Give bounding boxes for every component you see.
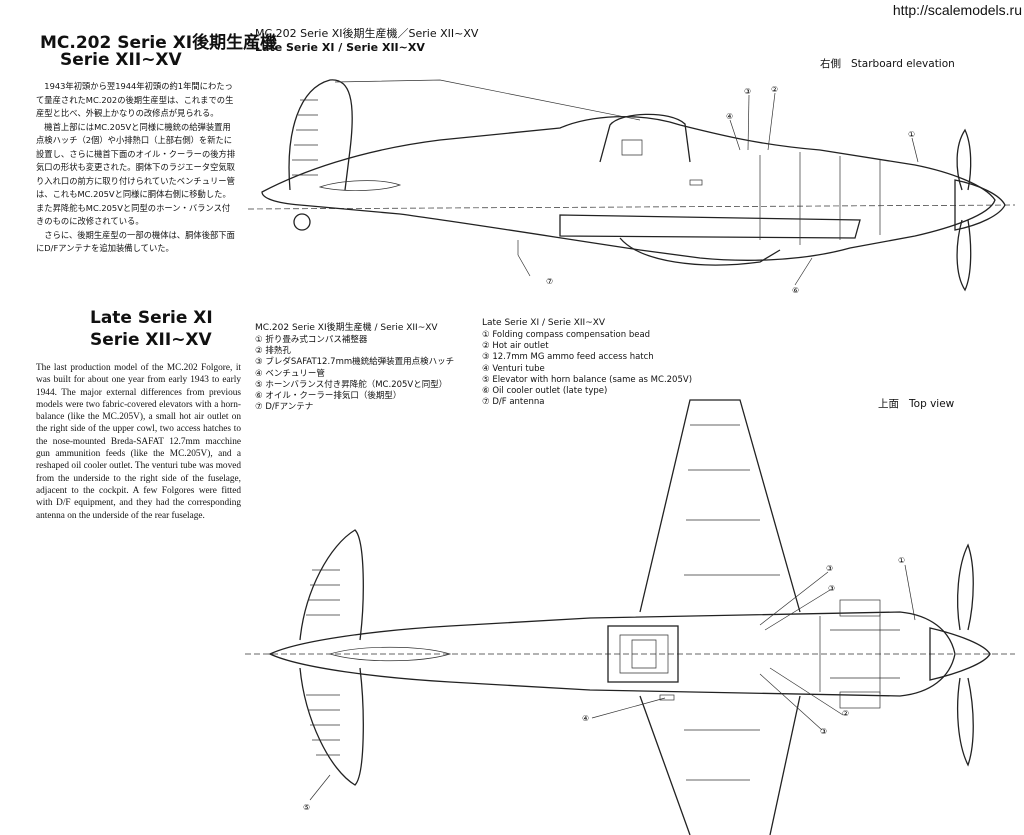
japanese-description: 1943年初頭から翌1944年初頭の約1年間にわたって量産されたMC.202の後… — [36, 80, 238, 256]
legend-jp-item: ③ ブレダSAFAT12.7mm機銃給弾装置用点検ハッチ — [255, 357, 455, 368]
side-tail-fin — [288, 79, 353, 191]
english-description: The last production model of the MC.202 … — [36, 363, 241, 521]
legend-en-item: ③ 12.7mm MG ammo feed access hatch — [482, 352, 654, 363]
top-callout-4: ④ — [582, 714, 589, 723]
side-fuselage-outline — [261, 115, 996, 261]
top-callout-3b: ③ — [828, 584, 835, 593]
caption-en: Late Serie XI / Serie XII~XV — [255, 41, 425, 54]
side-callout-7: ⑦ — [546, 277, 553, 286]
legend-jp-title: MC.202 Serie XI後期生産機 / Serie XII~XV — [255, 323, 438, 333]
side-callout-4: ④ — [726, 112, 733, 121]
top-callout-3a: ③ — [826, 564, 833, 573]
top-callout-1: ① — [898, 556, 905, 565]
side-view-centerline — [247, 204, 1016, 210]
side-radiator — [619, 237, 781, 266]
top-exhaust-lower — [839, 691, 881, 709]
top-fairing — [328, 646, 452, 662]
top-view-drawing — [245, 399, 1015, 835]
jp-paragraph-2: 機首上部にはMC.205Vと同様に機銃の給弾装置用点検ハッチ（2個）や小排熱口（… — [36, 121, 236, 227]
caption-jp: MC.202 Serie XI後期生産機／Serie XII~XV — [255, 27, 479, 40]
legend-en-item: ⑤ Elevator with horn balance (same as MC… — [482, 374, 693, 385]
legend-en-item: ⑥ Oil cooler outlet (late type) — [482, 386, 608, 397]
legend-en: Late Serie XI / Serie XII~XV ① Folding c… — [482, 318, 692, 408]
jp-paragraph-1: 1943年初頭から翌1944年初頭の約1年間にわたって量産されたMC.202の後… — [36, 81, 234, 118]
top-wing-upper — [639, 399, 801, 613]
top-tailplane-upper — [299, 529, 364, 641]
top-callouts: ① ② ③ ③ ④ ⑤ ③ — [303, 556, 916, 812]
jp-paragraph-3: さらに、後期生産型の一部の機体は、胴体後部下面にD/Fアンテナを追加装備していた… — [36, 229, 235, 254]
top-callout-3c: ③ — [820, 727, 827, 736]
top-fuselage-outline — [268, 611, 956, 697]
legend-jp-item: ① 折り畳み式コンパス補整器 — [255, 335, 368, 345]
top-wing-lower — [639, 695, 801, 835]
legend-en-item: ④ Venturi tube — [482, 363, 545, 374]
top-wing-panel-lines — [684, 424, 780, 781]
top-elevator-ribs — [306, 569, 340, 756]
side-canopy-frame — [621, 139, 643, 156]
legend-en-item: ② Hot air outlet — [482, 341, 549, 352]
title-jp-line2: Serie XII~XV — [60, 50, 182, 70]
side-antenna-wire — [334, 79, 641, 121]
legend-jp-item: ⑥ オイル・クーラー排気口（後期型） — [255, 391, 402, 402]
top-view-label-jp: 上面 — [878, 398, 899, 410]
side-view-label-en: Starboard elevation — [851, 58, 955, 70]
side-wing — [559, 214, 861, 239]
top-cowl-panels — [819, 614, 900, 694]
legend-en-item: ① Folding compass compensation bead — [482, 330, 651, 340]
side-view-label: 右側 Starboard elevation — [820, 56, 955, 71]
top-tailplane-lower — [299, 667, 364, 786]
side-callout-2: ② — [771, 85, 778, 94]
title-en-line2: Serie XII~XV — [90, 330, 212, 350]
watermark: http://scalemodels.ru — [892, 2, 1022, 18]
legend-en-item: ⑦ D/F antenna — [482, 397, 545, 408]
side-prop-blade-top — [956, 128, 972, 191]
top-cockpit-frame — [619, 634, 669, 674]
top-prop-blade-bottom — [956, 677, 974, 767]
top-view-label-en: Top view — [909, 398, 955, 410]
side-callout-6: ⑥ — [792, 286, 799, 295]
legend-jp-item: ④ ベンチュリー管 — [255, 368, 325, 379]
side-callout-3: ③ — [744, 87, 751, 96]
top-venturi-tube — [659, 694, 675, 701]
top-prop-blade-top — [956, 543, 974, 631]
side-view-label-jp: 右側 — [820, 58, 841, 70]
legend-jp-item: ⑦ D/Fアンテナ — [255, 402, 314, 413]
top-exhaust-upper — [839, 599, 881, 617]
top-cockpit — [607, 625, 679, 683]
side-rudder-ribs — [292, 99, 318, 176]
title-en-line1: Late Serie XI — [90, 308, 213, 328]
legend-jp-item: ⑤ ホーンバランス付き昇降舵（MC.205Vと同型） — [255, 379, 448, 390]
side-view-drawing — [247, 79, 1016, 292]
top-callout-5: ⑤ — [303, 803, 310, 812]
side-tail-wheel — [293, 213, 311, 231]
side-venturi-tube — [689, 179, 703, 186]
top-spinner — [929, 627, 991, 681]
top-view-label: 上面 Top view — [878, 396, 954, 411]
side-prop-blade-bottom — [956, 219, 972, 292]
legend-jp: MC.202 Serie XI後期生産機 / Serie XII~XV ① 折り… — [255, 320, 454, 413]
title-jp-line1: MC.202 Serie XI後期生産機 — [40, 33, 278, 53]
top-callout-2: ② — [842, 709, 849, 718]
legend-jp-item: ② 排熱孔 — [255, 346, 291, 357]
side-canopy — [599, 113, 691, 163]
side-cowl-panels — [759, 152, 881, 245]
side-fairing — [318, 180, 402, 191]
side-callouts: ① ② ③ ④ ⑦ ⑥ — [517, 85, 919, 295]
legend-en-title: Late Serie XI / Serie XII~XV — [482, 318, 606, 328]
side-callout-1: ① — [908, 130, 915, 139]
